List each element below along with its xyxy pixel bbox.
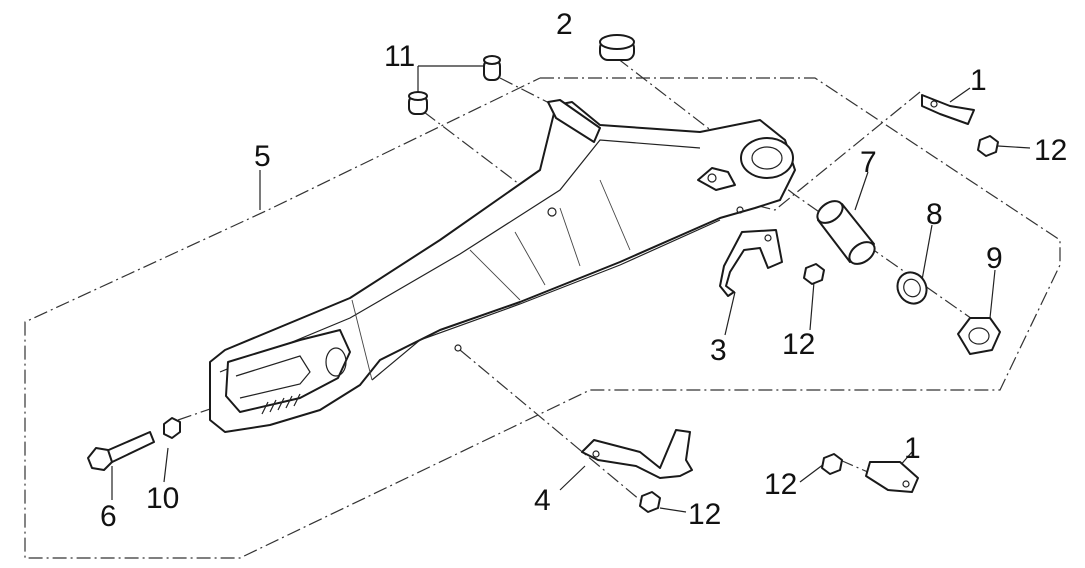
part-3-bracket [719,229,783,297]
callout-10: 10 [146,482,179,515]
part-10-nut [163,417,181,439]
part-8-washer [896,271,928,305]
callout-labels: 11 2 1 12 5 7 8 9 12 3 1 12 4 12 6 10 [100,8,1067,533]
part-7-pivot-shaft [816,200,876,265]
part-9-nut [957,317,1001,355]
callout-6: 6 [100,500,117,533]
part-6-axle-bolt [87,431,155,471]
callout-5: 5 [254,140,271,173]
callout-2: 2 [556,8,573,41]
callout-1-upper: 1 [970,64,987,97]
part-1-clip-upper [921,94,975,125]
leader-lines [111,65,1031,513]
part-4-bracket [581,429,693,479]
callout-11: 11 [384,40,415,73]
callout-12-lower-right: 12 [764,468,797,501]
callout-7: 7 [860,146,877,179]
callout-3: 3 [710,334,727,367]
callout-12-top-right: 12 [1034,134,1067,167]
part-12-bolt-top-right [977,135,999,157]
part-11-bushings [408,55,501,115]
callout-12-bottom: 12 [688,498,721,531]
callout-12-mid: 12 [782,328,815,361]
callout-8: 8 [926,198,943,231]
part-1-clip-lower [865,461,919,493]
part-12-bolt-lower-right [821,453,843,475]
part-12-bolt-bottom [639,491,661,513]
swingarm-body [209,99,796,433]
callout-4: 4 [534,484,551,517]
part-2-collar [599,34,635,61]
callout-9: 9 [986,242,1003,275]
part-12-bolt-mid [803,263,825,285]
callout-1-lower: 1 [904,432,921,465]
